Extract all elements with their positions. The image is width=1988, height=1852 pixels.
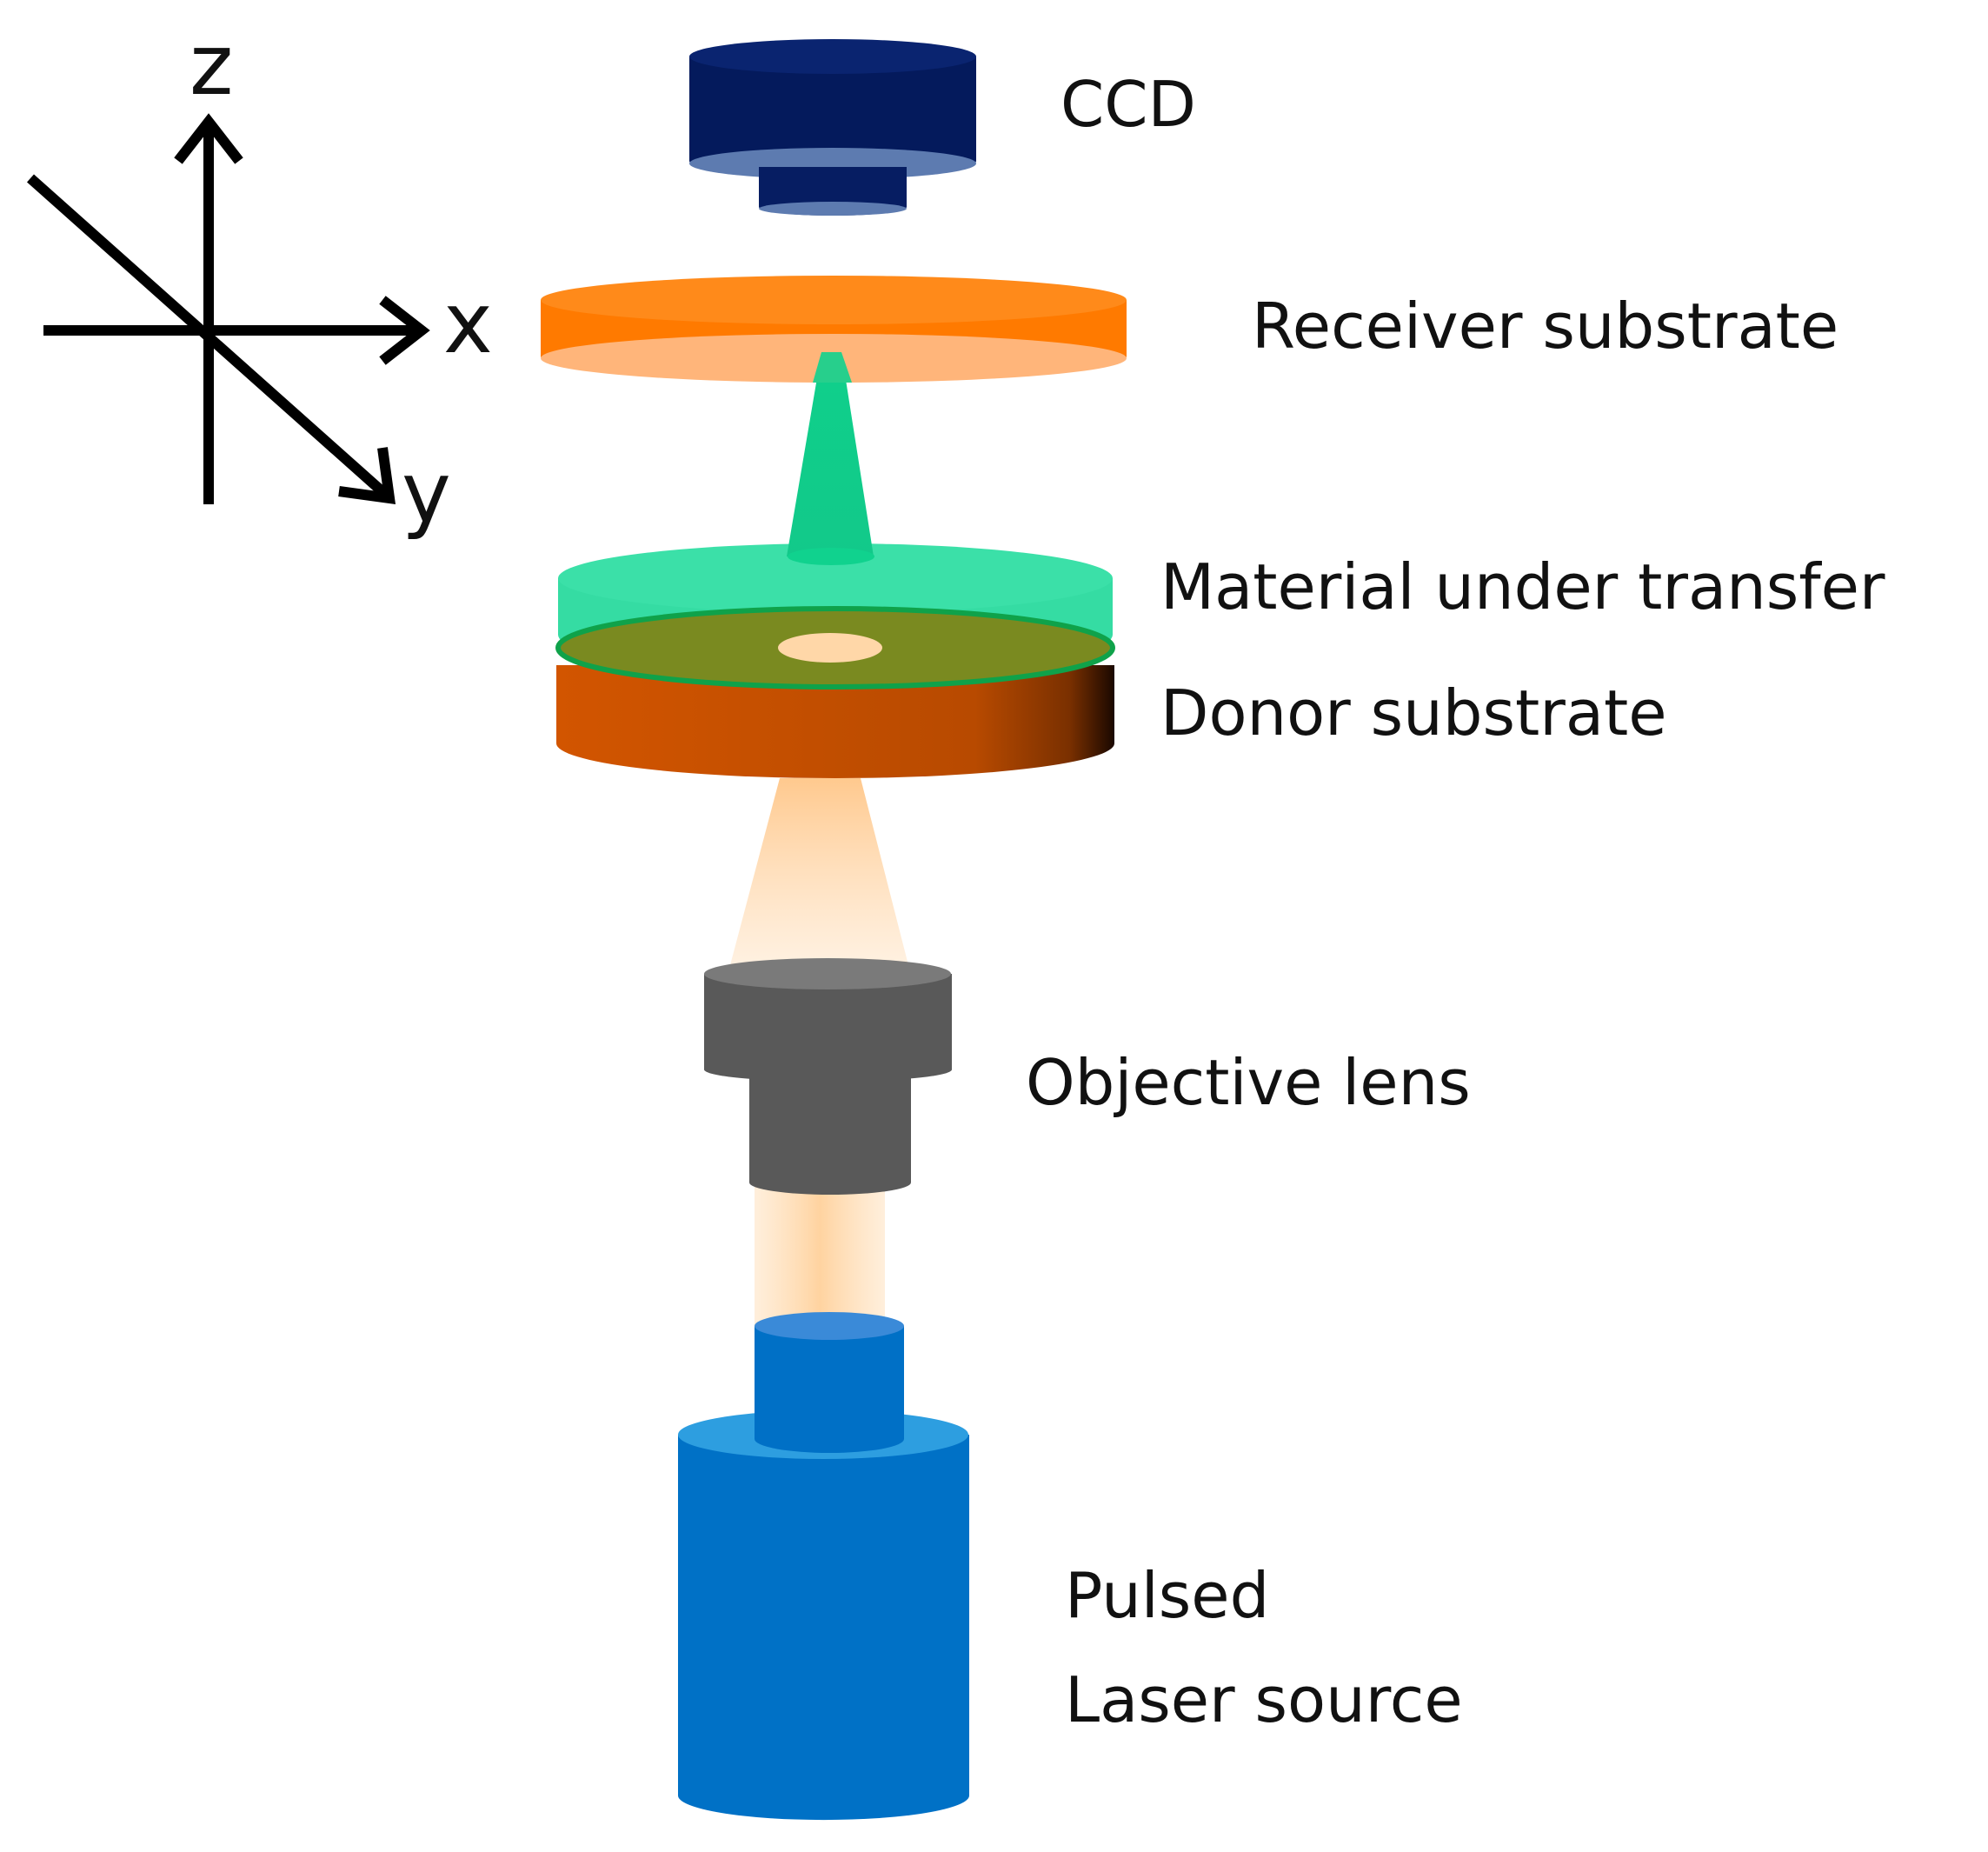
label-donor-substrate: Donor substrate (1160, 676, 1667, 749)
x-axis-label: x (443, 275, 493, 372)
material-layer (555, 543, 1115, 690)
y-axis-label: y (402, 444, 451, 542)
coordinate-axes: x y z (27, 17, 493, 542)
y-axis-line (27, 174, 390, 500)
y-axis-arrowhead (338, 447, 396, 505)
objective-lens (704, 958, 952, 1195)
label-receiver-substrate: Receiver substrate (1252, 290, 1838, 363)
label-material-under-transfer: Material under transfer (1160, 550, 1885, 623)
receiver-substrate (541, 276, 1127, 383)
z-axis-arrowhead (174, 113, 243, 164)
ejected-material-jet (787, 352, 874, 565)
label-laser-line2: Laser source (1065, 1663, 1463, 1736)
x-axis-arrowhead (379, 296, 430, 365)
label-objective-lens: Objective lens (1026, 1046, 1471, 1119)
laser-spot (778, 633, 882, 663)
label-laser-line1: Pulsed (1065, 1559, 1269, 1632)
pulsed-laser-source (678, 1312, 969, 1821)
label-ccd: CCD (1060, 68, 1196, 141)
laser-beam-upper (730, 778, 908, 965)
donor-substrate (556, 665, 1114, 778)
ccd-camera (689, 39, 976, 216)
z-axis-label: z (189, 17, 233, 114)
